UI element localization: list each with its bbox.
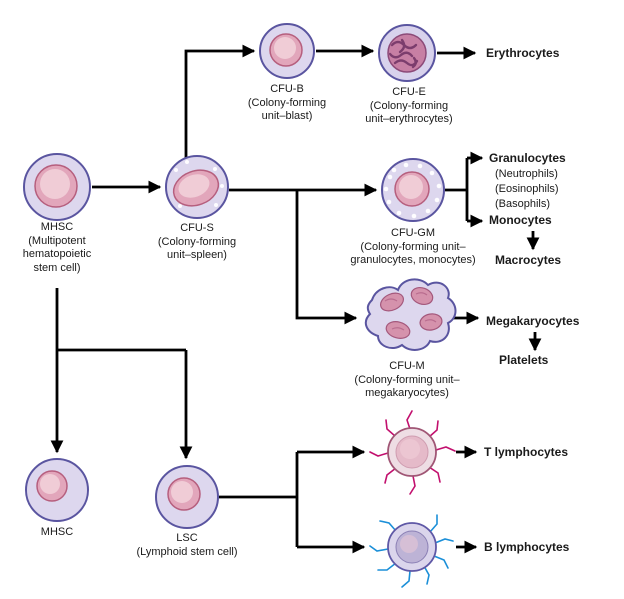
arrow-cfus-to-cfub	[184, 44, 256, 158]
bracket-lsc	[219, 452, 299, 547]
label-lsc: LSC (Lymphoid stem cell)	[136, 532, 238, 558]
label-monocytes: Monocytes	[489, 213, 552, 227]
label-mhsc-bottom: MHSC	[40, 526, 74, 538]
label-granulocytes: Granulocytes	[489, 151, 566, 165]
label-cfu-gm: CFU-GM (Colony-forming unit– granulocyte…	[350, 227, 476, 266]
cell-cfu-b	[259, 23, 315, 79]
cell-t-lymphocyte	[369, 410, 456, 495]
cell-cfu-m	[364, 278, 457, 351]
label-cfu-m: CFU-M (Colony-forming unit– megakaryocyt…	[354, 360, 460, 399]
cell-lsc	[155, 465, 219, 529]
label-platelets: Platelets	[499, 353, 549, 367]
bracket-cfugm	[445, 158, 469, 221]
connector-arrows	[50, 44, 542, 554]
label-mhsc-top: MHSC (Multipotent hematopoietic stem cel…	[22, 221, 92, 274]
cell-b-lymphocyte	[369, 514, 454, 588]
cell-mhsc-bottom	[25, 458, 89, 522]
label-b-lymphocytes: B lymphocytes	[484, 540, 570, 554]
label-megakaryocytes: Megakaryocytes	[486, 314, 580, 328]
cell-cfu-e	[378, 24, 436, 82]
label-cfu-e: CFU-E (Colony-forming unit–erythrocytes)	[365, 86, 453, 125]
label-cfu-b: CFU-B (Colony-forming unit–blast)	[247, 83, 327, 122]
cell-cfu-s	[165, 155, 229, 219]
label-macrocytes: Macrocytes	[495, 253, 562, 267]
label-t-lymphocytes: T lymphocytes	[484, 445, 569, 459]
cell-mhsc-top	[23, 153, 91, 221]
arrow-cfus-to-cfum	[295, 190, 358, 325]
cell-cfu-gm	[381, 158, 445, 222]
label-granulocyte-types: (Neutrophils) (Eosinophils) (Basophils)	[495, 168, 559, 210]
label-erythrocytes: Erythrocytes	[486, 46, 560, 60]
label-cfu-s: CFU-S (Colony-forming unit–spleen)	[157, 222, 237, 261]
